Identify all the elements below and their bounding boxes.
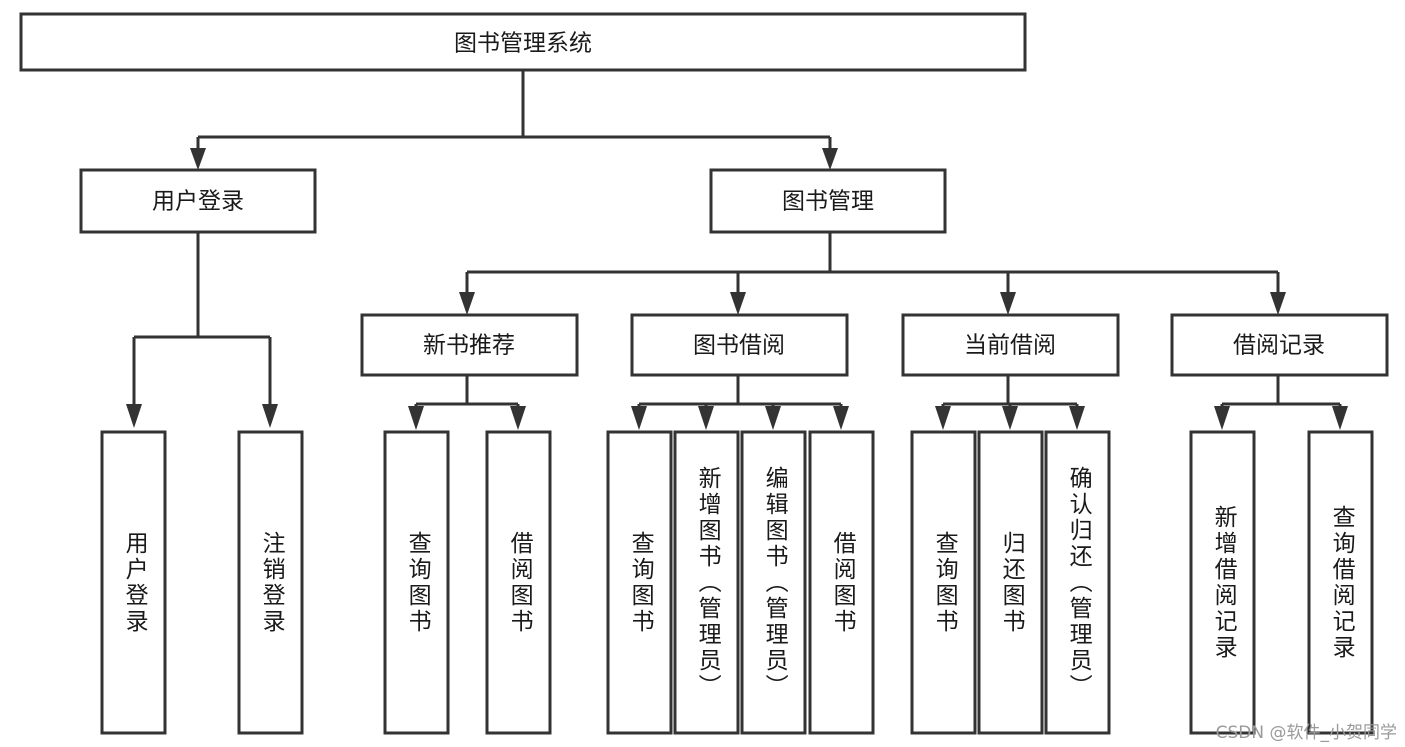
- arrow-bb-leaf-4: [833, 406, 849, 430]
- node-user-login-label: 用户登录: [152, 189, 244, 215]
- node-leaf-add-book-box[interactable]: [673, 430, 740, 735]
- node-leaf-user-login-box[interactable]: [100, 430, 167, 735]
- node-book-manage-label: 图书管理: [782, 189, 874, 215]
- arrow-bb-leaf-1: [631, 406, 647, 430]
- node-root-box[interactable]: [19, 12, 1027, 72]
- arrow-cb-leaf-3: [1069, 406, 1085, 430]
- node-book-borrow-label: 图书借阅: [693, 333, 785, 359]
- node-book-borrow-box[interactable]: [630, 313, 849, 377]
- node-leaf-add-record-box[interactable]: [1189, 430, 1256, 735]
- arrow-bm-to-new-book-rec: [459, 292, 475, 315]
- node-leaf-confirm-return-box[interactable]: [1044, 430, 1111, 735]
- arrow-root-to-book-manage: [822, 148, 838, 170]
- arrow-nbr-leaf-1: [408, 406, 424, 430]
- arrow-nbr-leaf-2: [510, 406, 526, 430]
- node-user-login-box[interactable]: [79, 168, 317, 234]
- node-leaf-logout-login-box[interactable]: [237, 430, 304, 735]
- arrow-bm-to-current-borrow: [1000, 292, 1016, 315]
- arrow-user-login-leaf-1: [126, 404, 142, 428]
- watermark-text: CSDN @软件_小贺同学: [1215, 723, 1397, 743]
- arrow-cb-leaf-2: [1002, 406, 1018, 430]
- arrow-user-login-leaf-2: [262, 404, 278, 428]
- node-leaf-edit-book-box[interactable]: [740, 430, 807, 735]
- arrow-bm-to-borrow-record: [1270, 292, 1286, 315]
- node-leaf-query-record-box[interactable]: [1307, 430, 1374, 735]
- connector-layer: [126, 70, 1348, 430]
- arrow-cb-leaf-1: [935, 406, 951, 430]
- node-current-borrow-label: 当前借阅: [964, 333, 1056, 359]
- node-layer: 图书管理系统 用户登录 图书管理 新书推荐 图书借阅 当前借阅 借阅记录: [19, 12, 1389, 735]
- node-borrow-record-label: 借阅记录: [1233, 333, 1325, 359]
- node-leaf-borrow-book-2-box[interactable]: [808, 430, 875, 735]
- arrow-br-leaf-1: [1214, 406, 1230, 430]
- node-new-book-rec-box[interactable]: [360, 313, 579, 377]
- node-current-borrow-box[interactable]: [901, 313, 1120, 377]
- node-book-manage-box[interactable]: [709, 168, 947, 234]
- node-root-label: 图书管理系统: [454, 31, 592, 57]
- node-leaf-return-book-box[interactable]: [977, 430, 1044, 735]
- arrow-bb-leaf-3: [765, 406, 781, 430]
- node-leaf-query-book-3-box[interactable]: [910, 430, 977, 735]
- node-borrow-record-box[interactable]: [1170, 313, 1389, 377]
- node-leaf-borrow-book-1-box[interactable]: [485, 430, 552, 735]
- node-leaf-query-book-2-box[interactable]: [606, 430, 673, 735]
- arrow-bm-to-book-borrow: [730, 292, 746, 315]
- node-new-book-rec-label: 新书推荐: [423, 333, 515, 359]
- node-leaf-query-book-1-box[interactable]: [383, 430, 450, 735]
- arrow-root-to-user-login: [190, 148, 206, 170]
- arrow-br-leaf-2: [1332, 406, 1348, 430]
- arrow-bb-leaf-2: [698, 406, 714, 430]
